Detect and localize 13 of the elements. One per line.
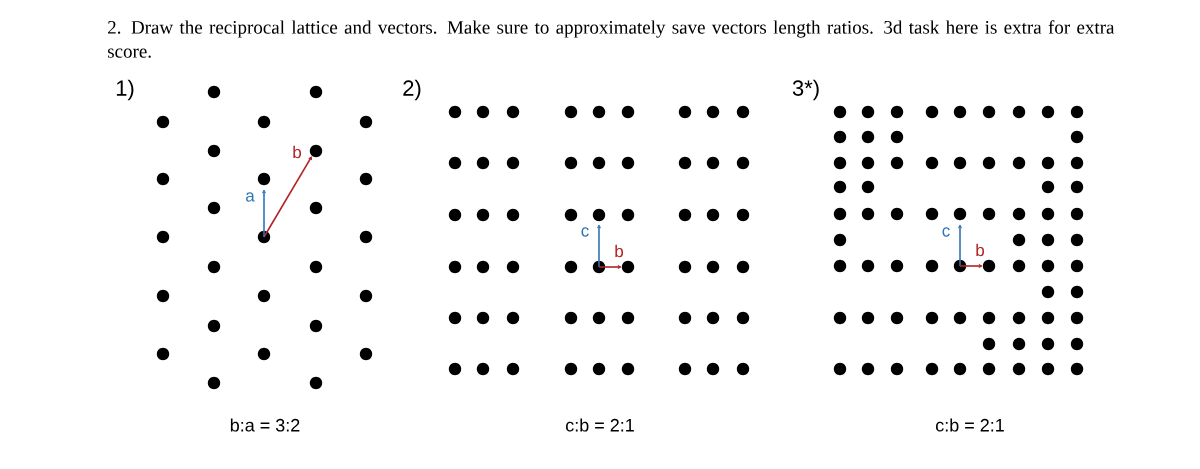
ratio-caption: c:b = 2:1 — [566, 418, 634, 432]
ratio-caption: b:a = 3:2 — [230, 418, 300, 432]
panel-number: 1) — [116, 79, 134, 101]
vector-label: c — [581, 227, 589, 237]
ratio-caption: c:b = 2:1 — [936, 418, 1004, 432]
vector-label: b — [293, 145, 301, 159]
panel-number: 2) — [403, 79, 421, 101]
panel-number: 3*) — [792, 79, 819, 101]
vector-label: b — [615, 244, 623, 258]
vector-label: a — [246, 192, 255, 202]
vector-label: b — [976, 243, 984, 257]
question-text: 2. Draw the reciprocal lattice and vectors. Make sure to approximately save vectors length ratios. 3d task here is extra for extra score. — [108, 20, 1115, 58]
vector-label: c — [942, 227, 950, 237]
